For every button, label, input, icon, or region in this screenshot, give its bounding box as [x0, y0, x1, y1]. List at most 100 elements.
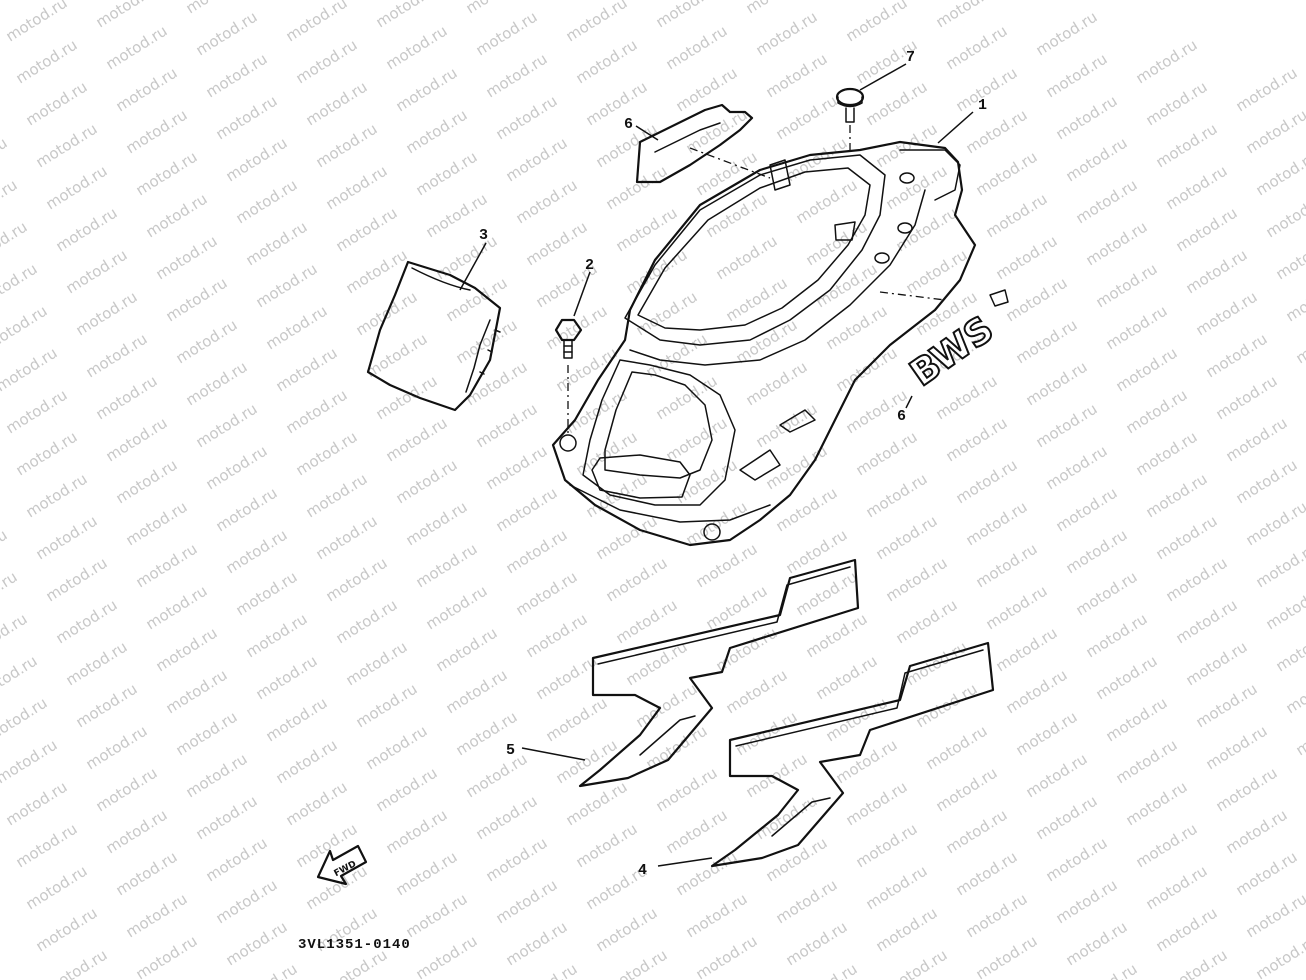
watermark-text: motod.ru [293, 428, 361, 480]
watermark-text: motod.ru [283, 0, 351, 45]
watermark-text: motod.ru [943, 22, 1011, 74]
watermark-text: motod.ru [23, 470, 91, 522]
watermark-text: motod.ru [63, 638, 131, 690]
watermark-text: motod.ru [303, 78, 371, 130]
watermark-text: motod.ru [1153, 120, 1221, 172]
watermark-text: motod.ru [323, 554, 391, 606]
callout-leaders [459, 63, 974, 867]
watermark-text: motod.ru [263, 302, 331, 354]
watermark-text: motod.ru [0, 694, 50, 746]
watermark-text: motod.ru [453, 316, 521, 368]
watermark-text: motod.ru [863, 78, 931, 130]
watermark-text: motod.ru [413, 148, 481, 200]
watermark-text: motod.ru [203, 442, 271, 494]
watermark-text: motod.ru [433, 624, 501, 676]
watermark-text: motod.ru [153, 624, 221, 676]
watermark-text: motod.ru [553, 344, 621, 396]
watermark-text: motod.ru [53, 204, 121, 256]
watermark-text: motod.ru [673, 64, 741, 116]
watermark-text: motod.ru [773, 92, 841, 144]
watermark-text: motod.ru [653, 0, 721, 31]
watermark-text: motod.ru [973, 932, 1041, 980]
part-screw-7 [835, 87, 865, 150]
watermark-text: motod.ru [373, 764, 441, 816]
watermark-text: motod.ru [413, 540, 481, 592]
watermark-text: motod.ru [943, 414, 1011, 466]
watermark-text: motod.ru [643, 722, 711, 774]
watermark-text: motod.ru [1273, 232, 1306, 284]
watermark-text: motod.ru [1043, 50, 1111, 102]
watermark-text: motod.ru [1163, 554, 1231, 606]
watermark-text: motod.ru [53, 596, 121, 648]
watermark-text: motod.ru [173, 708, 241, 760]
watermark-text: motod.ru [503, 918, 571, 970]
watermark-text: motod.ru [1183, 246, 1251, 298]
watermark-text: motod.ru [1223, 414, 1291, 466]
watermark-text: motod.ru [323, 162, 391, 214]
watermark-text: motod.ru [1023, 750, 1091, 802]
watermark-text: motod.ru [213, 92, 281, 144]
watermark-text: motod.ru [873, 904, 941, 956]
watermark-text: motod.ru [403, 106, 471, 158]
watermark-text: motod.ru [0, 302, 50, 354]
watermark-text: motod.ru [413, 932, 481, 980]
watermark-text: motod.ru [973, 540, 1041, 592]
watermark-text: motod.ru [153, 232, 221, 284]
watermark-text: motod.ru [503, 526, 571, 578]
watermark-text: motod.ru [993, 624, 1061, 676]
watermark-text: motod.ru [13, 36, 81, 88]
watermark-text: motod.ru [783, 918, 851, 970]
watermark-text: motod.ru [603, 946, 671, 980]
watermark-text: motod.ru [1033, 400, 1101, 452]
watermark-text: motod.ru [823, 694, 891, 746]
watermark-text: motod.ru [3, 386, 71, 438]
watermark-text: motod.ru [603, 554, 671, 606]
watermark-text: motod.ru [283, 778, 351, 830]
watermark-text: motod.ru [123, 498, 191, 550]
watermark-text: motod.ru [533, 652, 601, 704]
watermark-text: motod.ru [813, 652, 881, 704]
watermark-text: motod.ru [373, 0, 441, 31]
watermark-text: motod.ru [1193, 288, 1261, 340]
watermark-text: motod.ru [933, 764, 1001, 816]
watermark-text: motod.ru [1253, 540, 1306, 592]
watermark-text: motod.ru [493, 484, 561, 536]
watermark-text: motod.ru [1243, 498, 1306, 550]
watermark-text: motod.ru [853, 428, 921, 480]
watermark-text: motod.ru [333, 596, 401, 648]
watermark-text: motod.ru [3, 778, 71, 830]
callout-2: 2 [585, 257, 594, 274]
watermark-text: motod.ru [13, 820, 81, 872]
watermark-text: motod.ru [403, 498, 471, 550]
watermark-text: motod.ru [273, 344, 341, 396]
watermark-text: motod.ru [1243, 106, 1306, 158]
watermark-text: motod.ru [963, 890, 1031, 942]
watermark-text: motod.ru [103, 22, 171, 74]
watermark-text: motod.ru [513, 176, 581, 228]
watermark-text: motod.ru [273, 736, 341, 788]
watermark-text: motod.ru [773, 876, 841, 928]
watermark-text: motod.ru [473, 8, 541, 60]
watermark-text: motod.ru [1123, 386, 1191, 438]
watermark-text: motod.ru [23, 78, 91, 130]
watermark-text: motod.ru [673, 456, 741, 508]
watermark-text: motod.ru [503, 134, 571, 186]
watermark-text: motod.ru [43, 946, 111, 980]
watermark-text: motod.ru [1153, 512, 1221, 564]
watermark-text: motod.ru [123, 106, 191, 158]
watermark-text: motod.ru [543, 694, 611, 746]
watermark-text: motod.ru [233, 568, 301, 620]
watermark-text: motod.ru [563, 778, 631, 830]
watermark-text: motod.ru [843, 778, 911, 830]
watermark-text: motod.ru [833, 736, 901, 788]
watermark-text: motod.ru [563, 386, 631, 438]
watermark-text: motod.ru [573, 820, 641, 872]
watermark-text: motod.ru [443, 666, 511, 718]
watermark-text: motod.ru [983, 190, 1051, 242]
watermark-text: motod.ru [343, 638, 411, 690]
watermark-text: motod.ru [1163, 162, 1231, 214]
watermark-text: motod.ru [723, 666, 791, 718]
watermark-text: motod.ru [1113, 344, 1181, 396]
callout-3: 3 [479, 227, 488, 244]
